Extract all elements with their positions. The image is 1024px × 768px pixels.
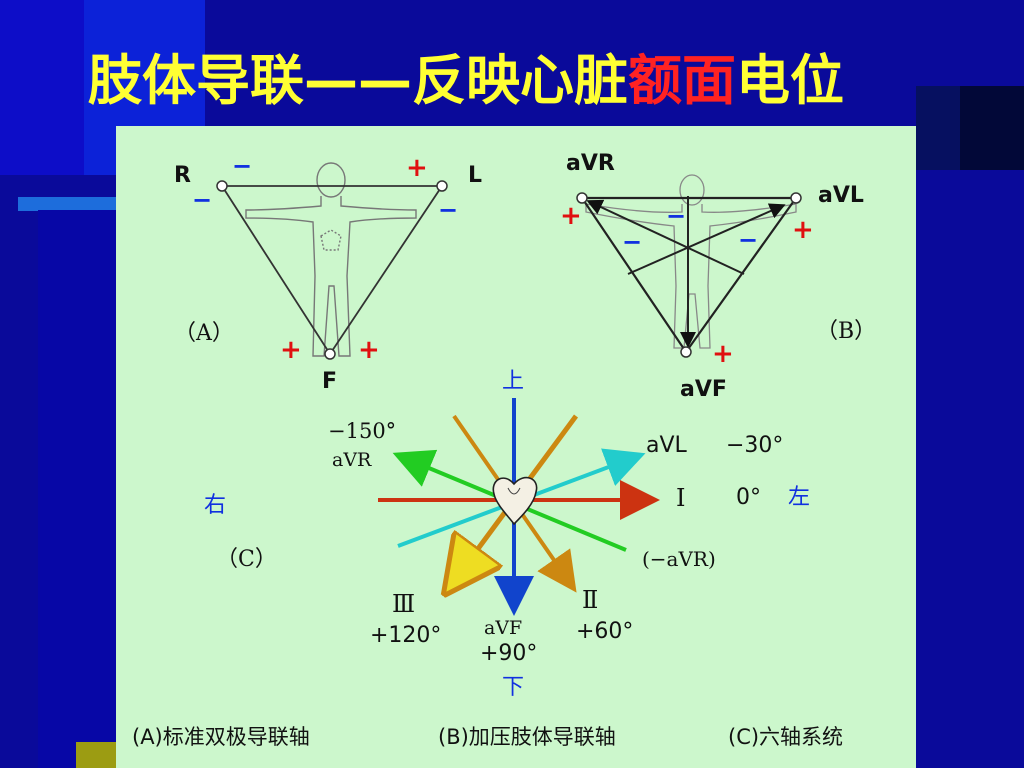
panel-a: R L F （A） − − − + + + — [174, 152, 482, 394]
minus-sign: − — [738, 226, 758, 254]
node-r-marker — [216, 180, 228, 192]
dir-left-label: 左 — [788, 485, 810, 510]
axis-aVF-label: aVF — [484, 617, 522, 639]
node-avr-label: aVR — [566, 151, 615, 176]
title-part-3: 电位 — [736, 49, 844, 112]
title-highlight: 额面 — [628, 49, 736, 112]
slide-title: 肢体导联——反映心脏额面电位 — [88, 46, 844, 116]
axis-aVF-angle: +90° — [480, 641, 537, 666]
axis-aVL-angle: −30° — [726, 433, 783, 458]
node-l-label: L — [468, 163, 482, 188]
plus-sign: + — [712, 339, 734, 369]
axis-neg-aVR-label: (−aVR) — [642, 547, 716, 571]
plus-sign: + — [792, 215, 814, 245]
axis-III-label: Ⅲ — [392, 590, 415, 618]
lead-axis-diagram: R L F （A） − − − + + + aVR aVL a — [132, 151, 876, 749]
axis-aVL-label: aVL — [646, 433, 688, 458]
axis-I-angle: 0° — [736, 485, 761, 510]
bg-decor-right-darker — [960, 86, 1024, 170]
bg-decor-bottom-left — [76, 742, 116, 768]
minus-sign: − — [666, 202, 686, 230]
dir-up-label: 上 — [502, 369, 524, 394]
dir-right-label: 右 — [204, 493, 226, 518]
minus-sign: − — [232, 152, 252, 180]
axis-aVR-label: aVR — [332, 449, 372, 471]
panel-c-label: （C） — [216, 547, 277, 572]
node-r-label: R — [174, 163, 191, 188]
plus-sign: + — [560, 201, 582, 231]
node-avf-marker — [680, 346, 692, 358]
plus-sign: + — [406, 153, 428, 183]
dir-down-label: 下 — [502, 675, 524, 700]
plus-sign: + — [280, 335, 302, 365]
minus-sign: − — [192, 186, 212, 214]
avl-axis-line — [627, 203, 786, 275]
node-avr-marker — [576, 192, 588, 204]
title-part-1: 肢体导联——反映心脏 — [88, 49, 628, 112]
axis-I-label: Ⅰ — [676, 484, 685, 512]
node-avf-label: aVF — [680, 377, 727, 402]
avr-axis-line — [586, 199, 745, 275]
node-f-label: F — [322, 369, 337, 394]
node-f-marker — [324, 348, 336, 360]
node-l-marker — [436, 180, 448, 192]
caption-b: (B)加压肢体导联轴 — [438, 725, 616, 749]
diagram-panel: R L F （A） − − − + + + aVR aVL a — [116, 126, 916, 768]
minus-sign: − — [438, 196, 458, 224]
node-avl-marker — [790, 192, 802, 204]
einthoven-triangle — [220, 185, 444, 356]
panel-b: aVR aVL aVF （B） − − − + + + — [560, 151, 876, 402]
node-avl-label: aVL — [818, 183, 864, 208]
bg-decor-left-column — [38, 210, 116, 768]
axis-aVR-angle: −150° — [328, 419, 396, 443]
axis-II-label: Ⅱ — [582, 586, 598, 614]
panel-b-label: （B） — [816, 319, 876, 344]
body-figure-a — [245, 162, 417, 357]
caption-c: (C)六轴系统 — [728, 725, 843, 749]
axis-III-angle: +120° — [370, 623, 441, 648]
plus-sign: + — [358, 335, 380, 365]
bg-decor-stripe — [18, 197, 118, 211]
panel-a-label: （A） — [174, 321, 234, 346]
body-figure-b — [585, 174, 797, 349]
heart-icon — [492, 476, 538, 526]
caption-a: (A)标准双极导联轴 — [132, 725, 310, 749]
axis-II-angle: +60° — [576, 619, 633, 644]
panel-c: 上 下 右 左 （C） −150° aVR aVL −30° Ⅰ 0° (−aV… — [204, 369, 810, 700]
minus-sign: − — [622, 228, 642, 256]
